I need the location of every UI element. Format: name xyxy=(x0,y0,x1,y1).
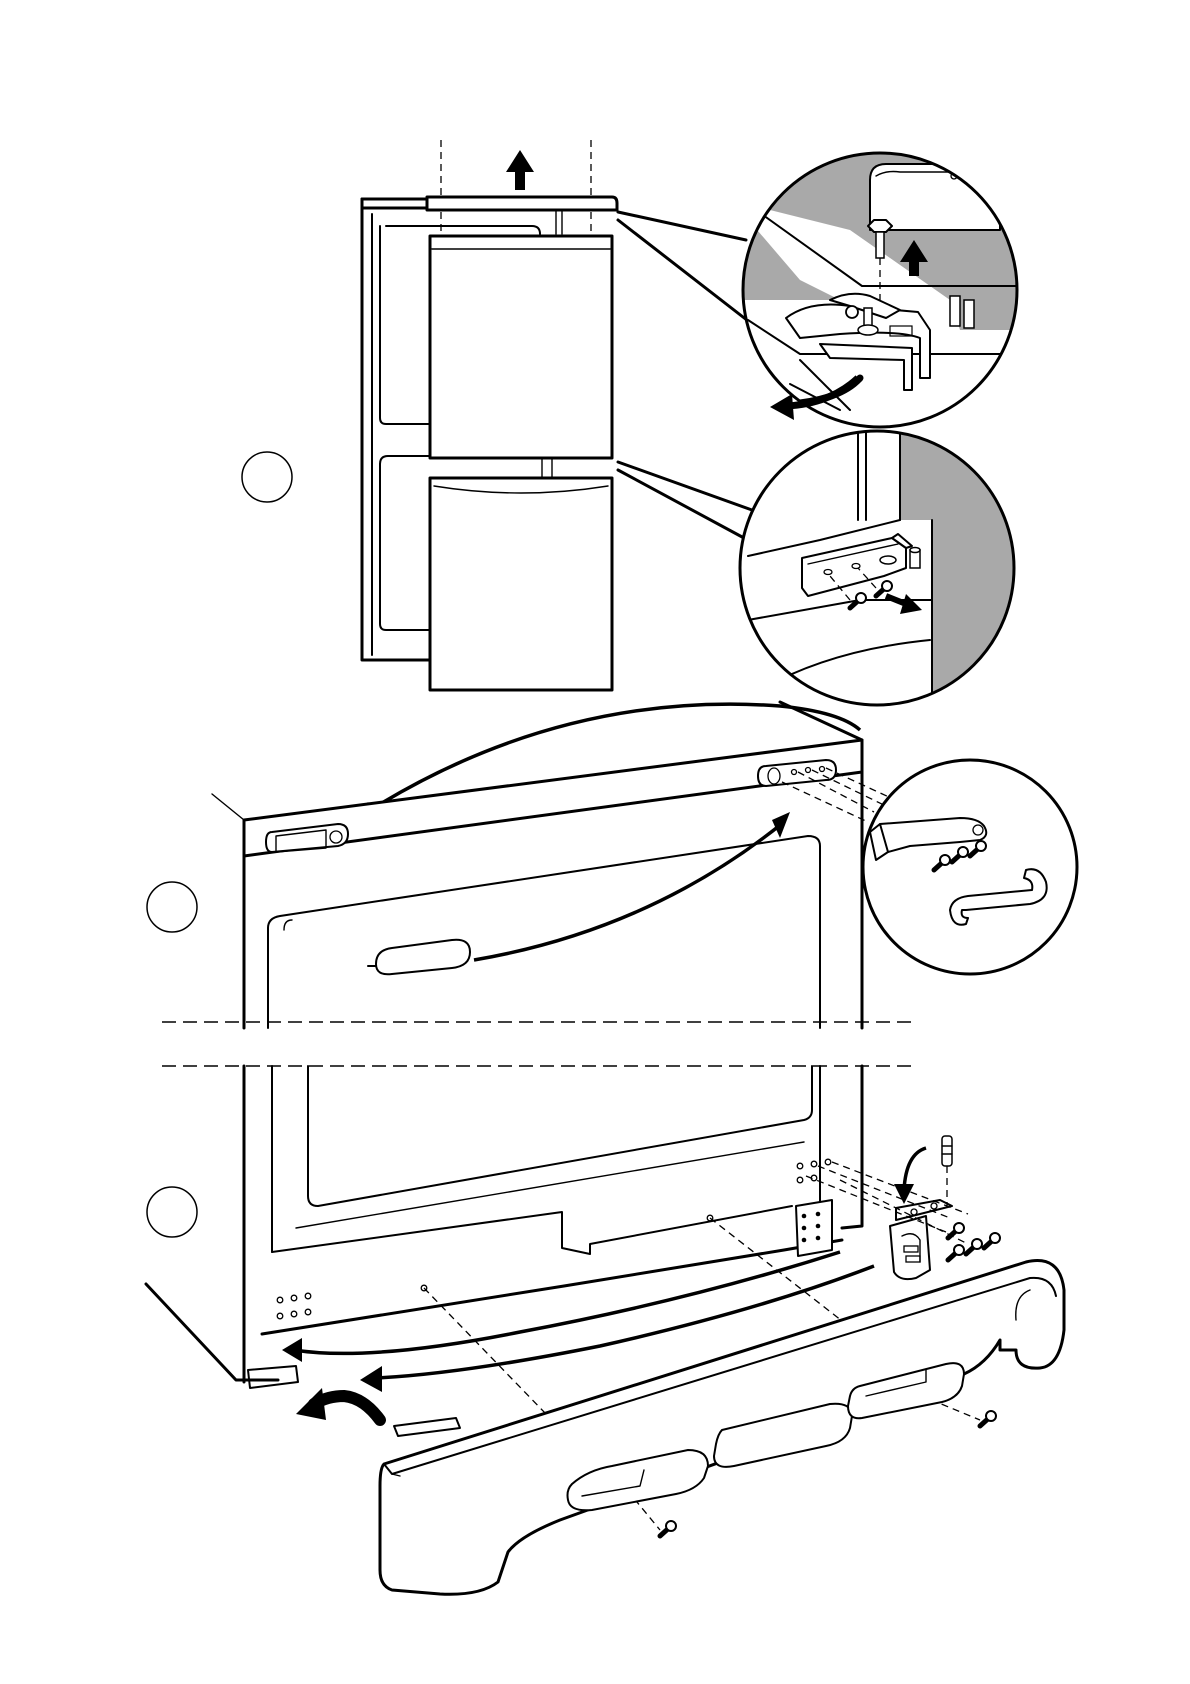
kickplate xyxy=(380,1261,1064,1595)
arrow-up-icon xyxy=(506,150,534,190)
step-3-door-bottom xyxy=(146,1066,1064,1594)
step-2-marker xyxy=(147,882,197,932)
curved-arrow-icon xyxy=(296,1388,380,1420)
detail-top-hinge xyxy=(740,150,1030,427)
step-1-marker xyxy=(242,452,292,502)
detail-middle-hinge xyxy=(740,420,1030,720)
hinge-holes-left xyxy=(277,1293,311,1319)
hinge-pin-icon xyxy=(942,1136,952,1206)
step-2-door-top xyxy=(212,702,904,1028)
detail-handle xyxy=(863,760,1077,974)
hinge-bracket-icon xyxy=(890,1200,952,1279)
step-1-refrigerator xyxy=(362,140,752,690)
step-3-marker xyxy=(147,1187,197,1237)
hinge-holes-right xyxy=(797,1159,831,1183)
